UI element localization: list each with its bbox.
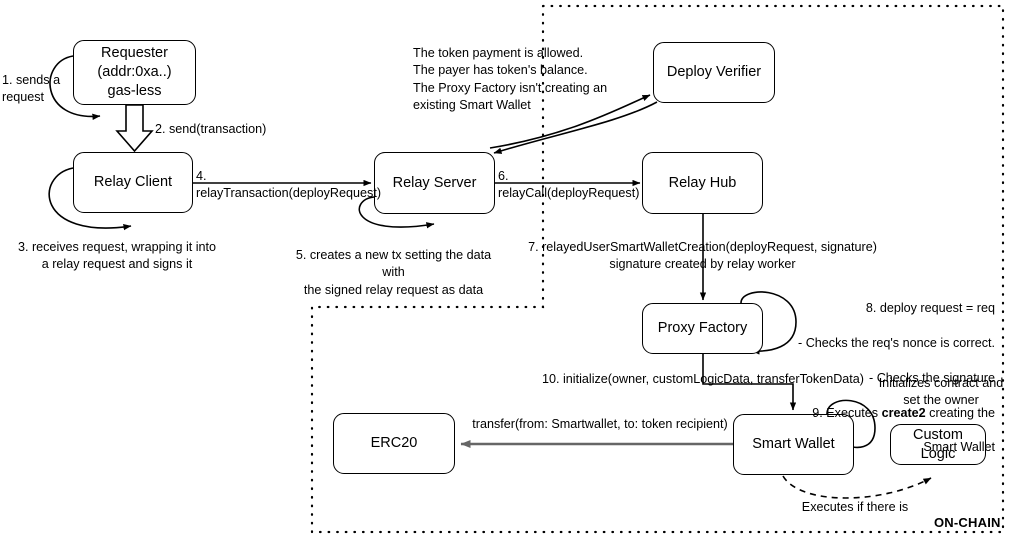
note-verifier-conditions: The token payment is allowed. The payer … bbox=[413, 46, 608, 113]
note-proxy-factory-checks: 8. deploy request = req - Checks the req… bbox=[785, 283, 995, 457]
note-step-7: 7. relayedUserSmartWalletCreation(deploy… bbox=[528, 240, 877, 272]
on-chain-boundary bbox=[310, 4, 1005, 534]
note-step-1: 1. sends a request bbox=[2, 73, 61, 105]
node-erc20[interactable]: ERC20 bbox=[333, 413, 455, 474]
connector-requester-to-relay-client bbox=[115, 104, 154, 153]
note-step-10: 10. initialize(owner, customLogicData, t… bbox=[542, 372, 864, 386]
note-step-4: 4. relayTransaction(deployRequest) bbox=[196, 169, 382, 201]
note-step-3: 3. receives request, wrapping it into a … bbox=[17, 240, 217, 272]
node-relay-client[interactable]: Relay Client bbox=[73, 152, 193, 213]
note-step-5: 5. creates a new tx setting the data wit… bbox=[295, 248, 492, 297]
node-relay-server-label: Relay Server bbox=[392, 174, 477, 191]
factory-check-line-5: Smart Wallet bbox=[923, 440, 995, 455]
connector-smart-wallet-self bbox=[826, 399, 876, 451]
node-deploy-verifier-label: Deploy Verifier bbox=[666, 64, 762, 81]
factory-check-create2: create2 bbox=[881, 405, 926, 420]
node-relay-client-label: Relay Client bbox=[93, 174, 173, 191]
node-custom-logic-label: Custom Logic bbox=[913, 426, 963, 462]
node-relay-server[interactable]: Relay Server bbox=[374, 152, 495, 214]
connector-relay-server-to-deploy-verifier bbox=[489, 94, 658, 154]
connector-requester-self bbox=[49, 55, 101, 120]
factory-check-line-2: - Checks the req's nonce is correct. bbox=[798, 336, 995, 351]
note-step-6: 6. relayCall(deployRequest) bbox=[498, 169, 640, 201]
node-smart-wallet[interactable]: Smart Wallet bbox=[733, 414, 854, 475]
node-proxy-factory[interactable]: Proxy Factory bbox=[642, 303, 763, 354]
note-transfer: transfer(from: Smartwallet, to: token re… bbox=[472, 417, 728, 431]
node-custom-logic[interactable]: Custom Logic bbox=[890, 424, 986, 465]
note-initializes-contract: Initializes contract and set the owner bbox=[878, 376, 1004, 408]
on-chain-zone-label: ON-CHAIN bbox=[934, 515, 1001, 530]
node-proxy-factory-label: Proxy Factory bbox=[657, 320, 748, 337]
factory-check-line-1: 8. deploy request = req bbox=[865, 301, 995, 316]
node-erc20-label: ERC20 bbox=[370, 435, 418, 452]
note-step-2: 2. send(transaction) bbox=[155, 122, 267, 136]
connector-proxy-factory-self bbox=[740, 291, 797, 355]
factory-check-line-4-post: creating the bbox=[925, 405, 995, 420]
factory-check-line-3: - Checks the signature bbox=[869, 370, 995, 385]
node-deploy-verifier[interactable]: Deploy Verifier bbox=[653, 42, 775, 103]
node-requester-label: Requester (addr:0xa..) gas-less bbox=[97, 45, 172, 99]
node-relay-hub[interactable]: Relay Hub bbox=[642, 152, 763, 214]
connector-relay-server-self bbox=[358, 196, 435, 229]
node-requester[interactable]: Requester (addr:0xa..) gas-less bbox=[73, 40, 196, 105]
connector-proxy-factory-to-smart-wallet bbox=[702, 353, 797, 411]
connector-smart-wallet-to-custom-logic bbox=[782, 475, 932, 499]
connector-relay-client-self bbox=[48, 167, 132, 231]
factory-check-line-4-pre: 9. Executes bbox=[812, 405, 882, 420]
note-executes-if-there-is: Executes if there is bbox=[801, 500, 909, 514]
node-relay-hub-label: Relay Hub bbox=[668, 174, 737, 191]
node-smart-wallet-label: Smart Wallet bbox=[752, 436, 835, 453]
